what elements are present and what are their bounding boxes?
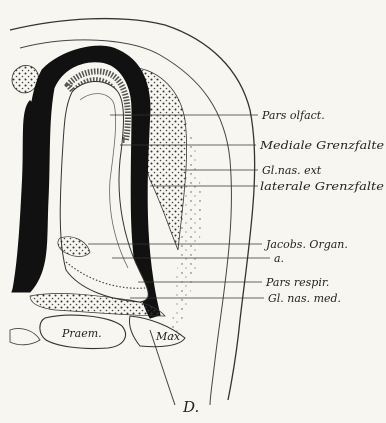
label-mediale-grenzfalte: Mediale Grenzfalte	[259, 139, 385, 152]
label-jacobs-organ: Jacobs. Organ.	[264, 238, 348, 251]
label-gl-nas-ext: Gl.nas. ext	[262, 164, 322, 177]
label-laterale-grenzfalte: laterale Grenzfalte	[260, 180, 385, 193]
label-max: Max	[155, 330, 181, 343]
lower-left-bone	[10, 328, 40, 344]
label-a: a.	[274, 252, 284, 265]
figure-caption: D.	[182, 398, 199, 416]
label-praem: Praem.	[61, 327, 102, 340]
label-gl-nas-med: Gl. nas. med.	[268, 292, 341, 305]
label-pars-olfact: Pars olfact.	[261, 109, 325, 122]
label-pars-respir: Pars respir.	[265, 276, 329, 289]
